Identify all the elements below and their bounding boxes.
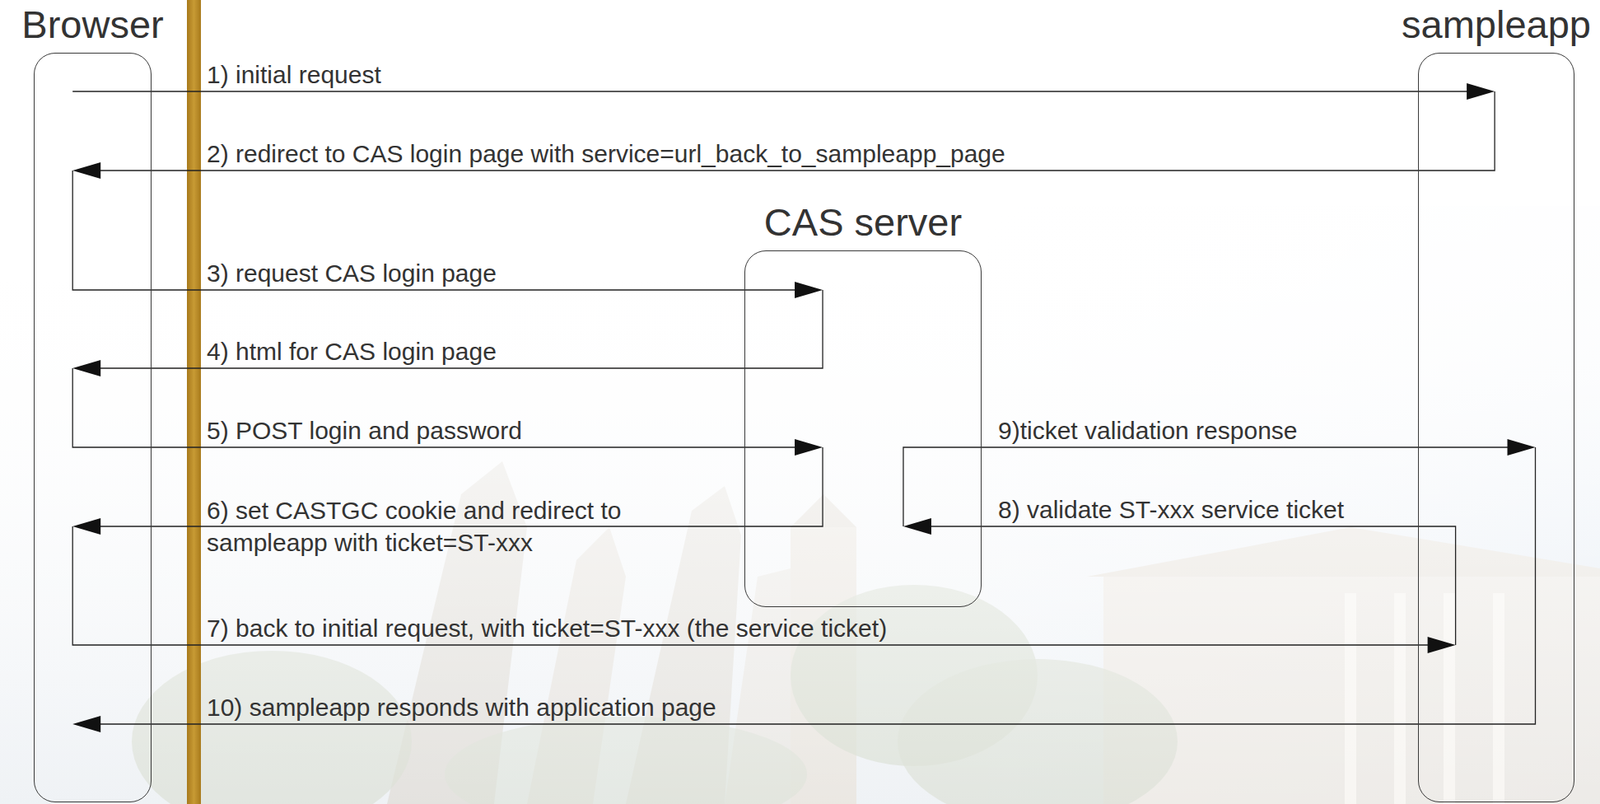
message-label: 10) sampleapp responds with application … — [206, 693, 717, 723]
message-arrow — [72, 289, 823, 377]
message-arrow — [72, 170, 823, 299]
message-label: 7) back to initial request, with ticket=… — [206, 614, 887, 644]
lifeline-heading: CAS server — [764, 200, 962, 245]
message-label: 1) initial request — [206, 60, 382, 90]
cas-server-lifeline: CAS server — [744, 250, 982, 607]
message-arrow — [72, 447, 1535, 733]
sampleapp-lifeline: sampleapp — [1418, 52, 1575, 803]
message-arrow — [72, 368, 823, 456]
browser-lifeline: Browser — [33, 52, 152, 803]
lifeline-heading: Browser — [21, 2, 164, 47]
message-arrow — [903, 438, 1536, 527]
lifeline-heading: sampleapp — [1401, 2, 1591, 47]
message-label: 3) request CAS login page — [206, 259, 497, 289]
message-arrow — [903, 517, 1456, 645]
message-label: 6) set CASTGC cookie and redirect to sam… — [206, 494, 701, 559]
message-label: 8) validate ST-xxx service ticket — [998, 495, 1344, 525]
message-label: 4) html for CAS login page — [206, 337, 497, 367]
message-label: 2) redirect to CAS login page with servi… — [206, 139, 1006, 169]
message-label: 9)ticket validation response — [998, 416, 1298, 446]
message-label: 5) POST login and password — [206, 416, 523, 446]
message-arrow — [72, 91, 1495, 179]
